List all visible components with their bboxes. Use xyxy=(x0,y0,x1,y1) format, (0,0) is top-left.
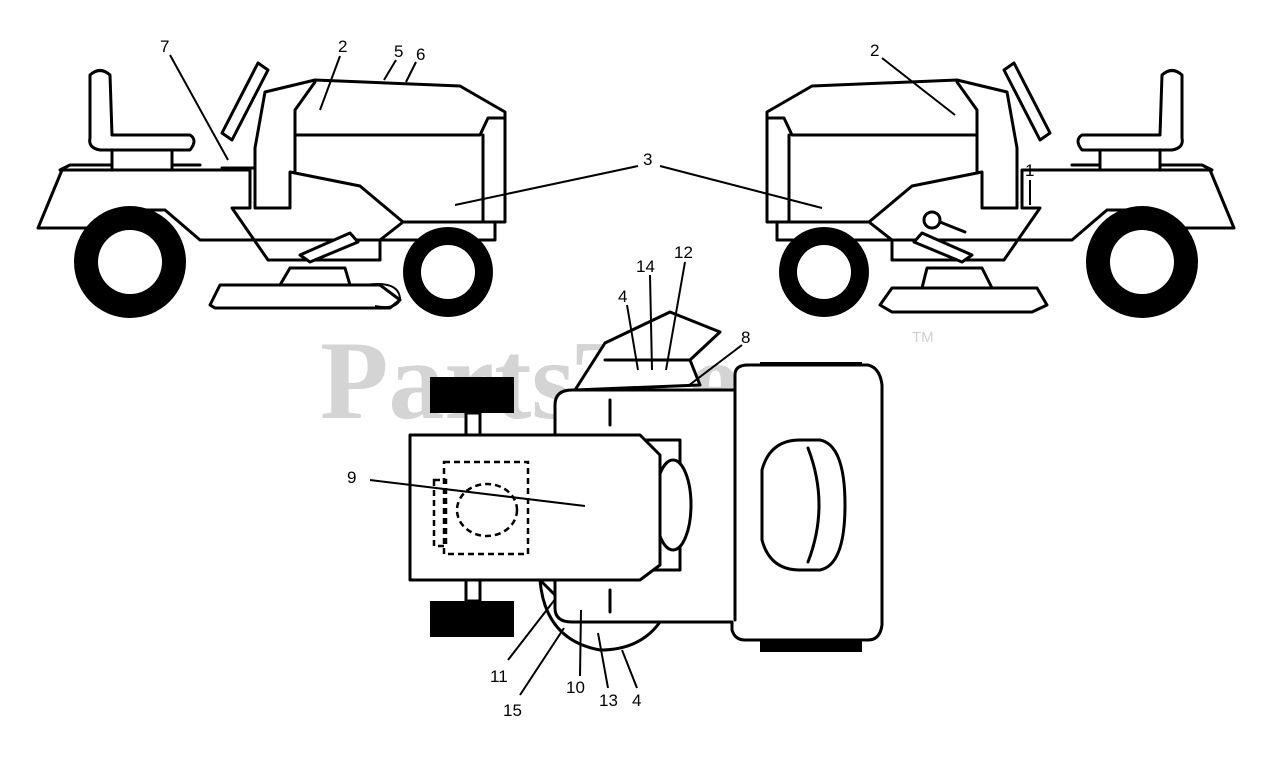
leader-8 xyxy=(687,344,743,387)
leader-2-left xyxy=(319,55,341,111)
leader-9 xyxy=(369,479,586,507)
callout-8: 8 xyxy=(741,328,750,347)
hood-panel-line xyxy=(293,80,317,174)
callout-2-right: 2 xyxy=(870,41,879,60)
leader-3-right xyxy=(659,165,823,209)
callout-12: 12 xyxy=(674,243,693,262)
ignition-key-stem xyxy=(938,220,967,234)
watermark-trademark: TM xyxy=(912,329,934,346)
leader-7 xyxy=(169,54,229,161)
hood-left xyxy=(253,78,507,224)
callout-4-bottom: 4 xyxy=(632,691,641,710)
seat-edge-dashed xyxy=(432,478,448,548)
deck-chute xyxy=(364,283,402,309)
steering-wheel-right xyxy=(1002,61,1052,142)
discharge-chute xyxy=(573,310,722,392)
leader-5 xyxy=(383,59,397,81)
hood-panel-line-right xyxy=(955,80,979,174)
hood-grille-top xyxy=(760,438,847,572)
front-wheel-left-hub xyxy=(421,245,475,299)
pedal xyxy=(298,231,360,264)
leader-12 xyxy=(665,261,686,371)
leader-14 xyxy=(649,274,653,371)
seat-base-right xyxy=(1098,148,1162,172)
rear-wheel-top-lower xyxy=(430,601,514,637)
rear-axle-upper xyxy=(464,411,482,437)
tractor-right-side-view xyxy=(765,61,1236,318)
seat-right xyxy=(1076,69,1184,152)
front-wheel-top-lower xyxy=(760,640,862,652)
rear-wheel-left-hub xyxy=(98,230,162,294)
hood-right xyxy=(765,78,1019,224)
callout-11: 11 xyxy=(490,667,508,686)
deck-hanger-right xyxy=(920,266,994,290)
deck-hanger xyxy=(278,266,352,287)
seat-circle-dashed xyxy=(455,482,519,538)
leader-10 xyxy=(579,609,582,677)
callout-6: 6 xyxy=(416,45,425,64)
leader-15 xyxy=(519,627,565,696)
leader-6 xyxy=(405,61,417,83)
leader-2-right xyxy=(881,57,956,116)
rear-wheel-right-hub xyxy=(1110,230,1174,294)
callout-15: 15 xyxy=(503,701,522,720)
pedal-right xyxy=(912,231,974,264)
hood-crease xyxy=(293,116,507,137)
rear-axle-lower xyxy=(464,577,482,603)
leader-4-top xyxy=(626,304,639,371)
leader-3-left xyxy=(454,165,639,206)
grille-curve xyxy=(806,446,821,564)
callout-4-top: 4 xyxy=(618,287,627,306)
seat-base xyxy=(110,148,174,172)
ignition-key xyxy=(922,210,942,230)
tractor-top-view xyxy=(408,310,884,652)
callout-labels: 7 2 5 6 3 2 1 4 14 12 8 9 11 10 13 4 15 xyxy=(160,37,1034,720)
callout-9: 9 xyxy=(347,468,356,487)
callout-14: 14 xyxy=(636,257,655,276)
leader-13 xyxy=(597,632,609,689)
callout-5: 5 xyxy=(394,42,403,61)
callout-7: 7 xyxy=(160,37,169,56)
seat xyxy=(88,69,196,152)
seat-outline-dashed xyxy=(442,460,530,556)
leader-lines xyxy=(169,54,1031,696)
callout-2-left: 2 xyxy=(338,37,347,56)
rear-wheel-top-upper xyxy=(430,377,514,413)
front-wheel-right-hub xyxy=(797,245,851,299)
mower-deck-right xyxy=(878,286,1049,314)
steering-wheel xyxy=(220,61,270,142)
callout-10: 10 xyxy=(566,678,585,697)
callout-3: 3 xyxy=(643,150,652,169)
hood-crease-right xyxy=(765,116,979,137)
tractor-left-side-view xyxy=(36,61,507,318)
callout-13: 13 xyxy=(599,691,618,710)
leader-11 xyxy=(507,597,557,661)
leader-4-bottom xyxy=(621,649,638,689)
callout-1: 1 xyxy=(1025,161,1034,180)
mower-deck-left xyxy=(208,283,402,310)
seat-top xyxy=(408,433,662,582)
